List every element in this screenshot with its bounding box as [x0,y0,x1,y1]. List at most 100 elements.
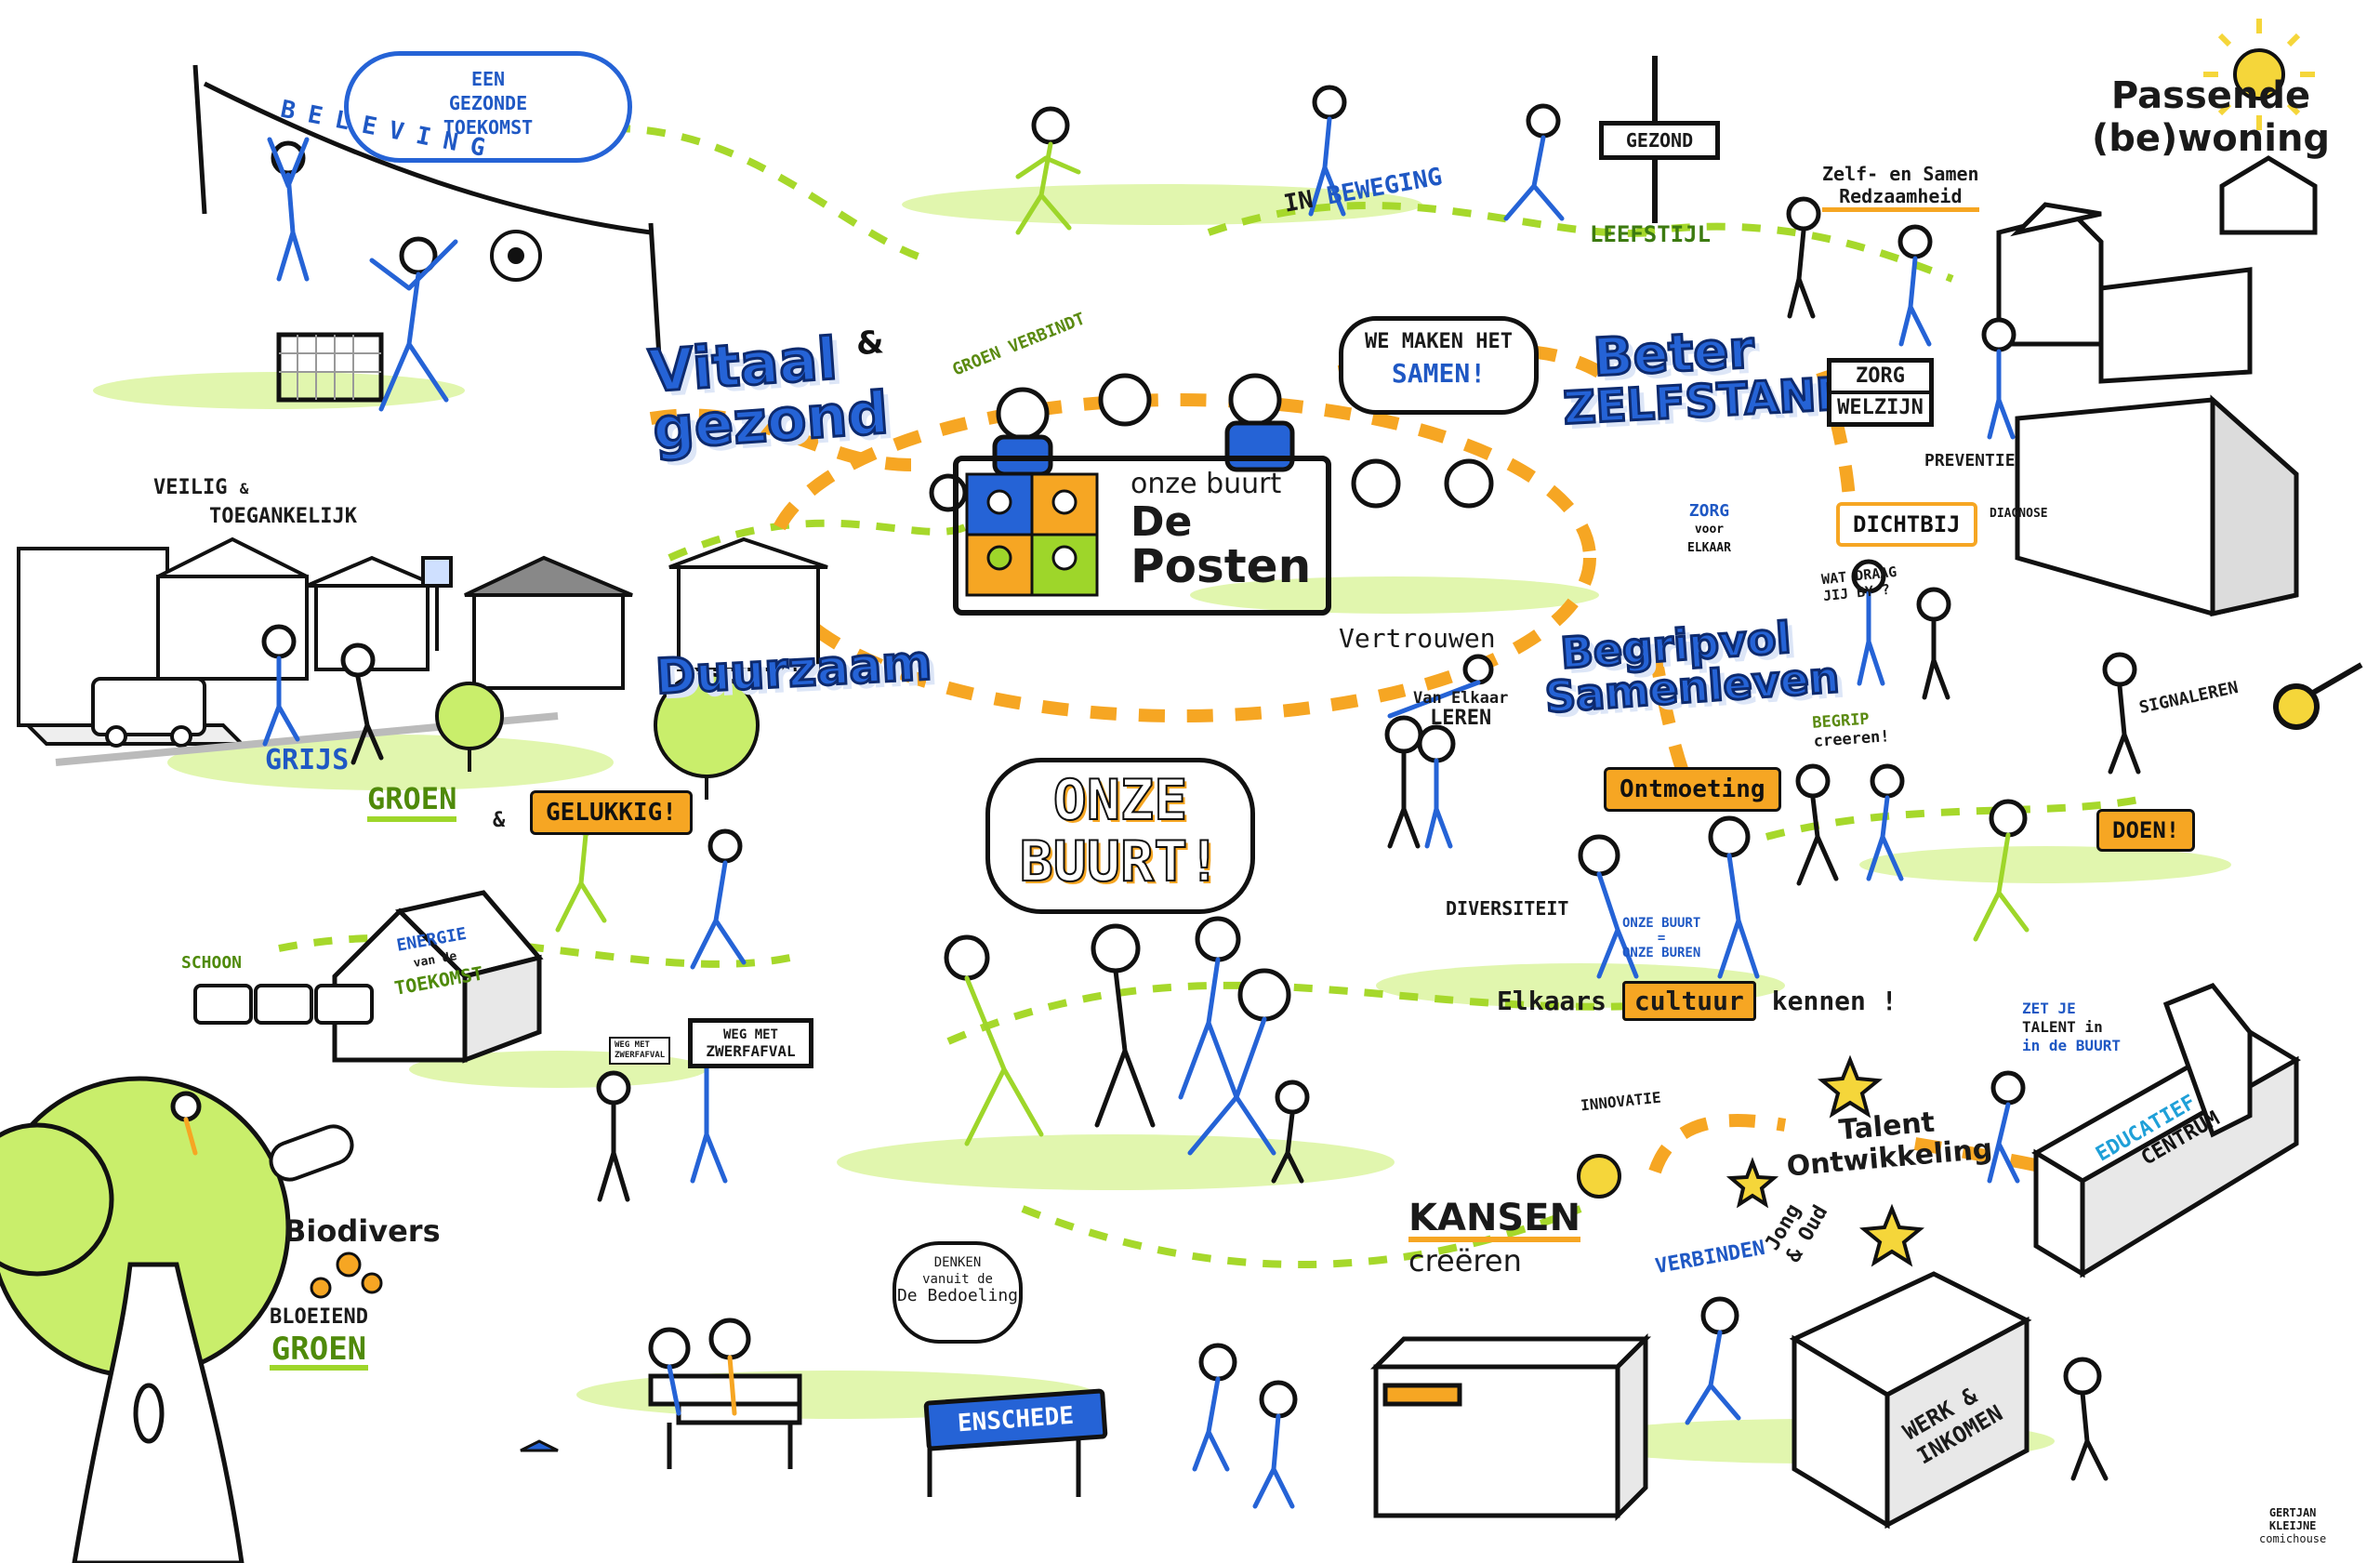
person-figure [1795,763,1839,886]
sign-zorg-welzijn: ZORG WELZIJN [1827,358,1934,427]
kansen-line-1: KANSEN [1408,1199,1581,1242]
zorg-voor-line-3: ELKAAR [1687,541,1731,555]
label-begrip-creeren: BEGRIP creeren! [1812,709,1890,751]
signature-line-2: KLEIJNE [2268,1519,2317,1532]
weg-sign-line-1: WEG MET [722,1027,778,1042]
we-maken-line-1: WE MAKEN HET [1365,330,1513,353]
label-amp: & [493,809,506,832]
zorg-voor-line-1: ZORG [1688,501,1730,521]
label-veilig-toegankelijk: VEILIG & TOEGANKELIJK [153,474,357,531]
label-weg-met-zwerfafval-small: WEG MET ZWERFAFVAL [609,1037,671,1065]
passende-line-2: (be)woning [2092,117,2331,160]
zet-je-line-3: in de BUURT [2022,1037,2121,1054]
person-figure [1192,1343,1237,1472]
main-sign-line-2: De [1130,498,1193,546]
elkaars-post: kennen ! [1771,986,1897,1016]
passende-line-1: Passende [2110,74,2311,117]
person-figure [1252,1380,1298,1509]
label-leefstijl: LEEFSTIJL [1590,221,1712,247]
person-figure [1417,724,1456,849]
person-figure [1178,916,1241,1100]
denken-line-3: De Bedoeling [896,1286,1019,1305]
person-figure [1387,654,1494,719]
zelfredzaamheid-line-2: Redzaamheid [1822,185,1979,212]
person-figure [2102,652,2141,775]
person-figure [1015,106,1081,235]
main-sign-line-3: Posten [1130,539,1312,593]
cloud-line-2: GEZONDE [448,92,528,114]
sign-weg-met-zwerfafval: WEG MET ZWERFAFVAL [688,1018,813,1068]
onze-buren-line-2: = [1657,931,1666,946]
person-figure [340,642,384,765]
zorg-welzijn-bottom: WELZIJN [1831,391,1929,422]
person-figure [1271,1080,1310,1184]
onze-buren-line-3: ONZE BUREN [1622,946,1701,960]
signature-line-1: GERTJAN [2268,1506,2317,1519]
person-figure [1503,103,1565,221]
person-figure [1308,85,1347,217]
veilig-amp: & [239,480,249,497]
label-dichtbij: DICHTBIJ [1836,502,1977,547]
label-schoon: SCHOON [181,953,243,973]
person-figure [1981,317,2016,440]
we-maken-line-2: SAMEN! [1391,358,1487,389]
weg-sign-line-2: ZWERFAFVAL [706,1042,796,1060]
cloud-line-1: EEN [470,68,506,90]
label-diversiteit: DIVERSITEIT [1446,897,1569,920]
label-zorg-voor-elkaar: ZORG voor ELKAAR [1687,502,1731,558]
person-figure [1091,923,1156,1128]
label-gelukkig: GELUKKIG! [530,790,693,835]
veilig-line-1: VEILIG [153,476,228,499]
elkaars-word: cultuur [1621,981,1756,1021]
main-sign-line-1: onze buurt [1130,468,1282,500]
label-passende-bewoning: Passende (be)woning [2092,74,2330,160]
label-zelfredzaamheid: Zelf- en Samen Redzaamheid [1822,163,1979,212]
van-elkaar-line-2: LEREN [1430,707,1492,730]
person-figure [1851,559,1886,686]
label-diagnose: DIAGNOSE [1990,507,2048,521]
main-sign-onze-buurt-de-posten: onze buurt De Posten [953,456,1331,616]
veilig-line-2: TOEGANKELIJK [209,505,357,528]
label-kansen-creeren: KANSEN creëren [1408,1199,1581,1279]
cloud-denken-vanuit-de-bedoeling: DENKEN vanuit de De Bedoeling [892,1241,1023,1344]
person-figure [1187,968,1291,1156]
label-elkaars-cultuur-kennen: Elkaars cultuur kennen ! [1497,981,1897,1021]
onze-buurt-line-1: ONZE [1052,768,1189,833]
label-biodivers: Biodivers [284,1213,441,1249]
onze-buurt-line-2: BUURT! [1019,829,1223,894]
person-figure [1973,799,2030,942]
onze-buren-line-1: ONZE BUURT [1622,916,1701,931]
label-preventie: PREVENTIE [1924,451,2016,470]
weg-small-line-1: WEG MET [615,1040,650,1050]
person-figure [708,1318,751,1416]
person-figure [267,137,310,282]
zelfredzaamheid-line-1: Zelf- en Samen [1822,163,1979,185]
van-elkaar-line-1: Van Elkaar [1413,689,1509,708]
signature-line-3: comichouse [2259,1532,2327,1545]
zet-je-line-2: TALENT in [2022,1018,2103,1036]
person-figure [1897,224,1933,347]
person-figure [1866,763,1905,881]
denken-line-1: DENKEN [933,1255,982,1270]
person-figure [261,624,300,747]
cloud-line-3: TOEKOMST [443,116,534,139]
label-onze-buurt-onze-buren: ONZE BUURT = ONZE BUREN [1622,916,1700,960]
zorg-welzijn-top: ZORG [1856,364,1905,388]
cloud-een-gezonde-toekomst: EEN GEZONDE TOEKOMST [344,51,632,163]
person-figure [369,236,458,412]
label-zet-je-talent: ZET JE TALENT in in de BUURT [2022,1000,2121,1055]
vitaal-amp: & [854,324,885,364]
label-groen: GROEN [367,781,457,822]
elkaars-pre: Elkaars [1497,986,1607,1016]
heading-duurzaam: Duurzaam [653,634,934,707]
person-figure [1384,715,1423,849]
label-ontmoeting: Ontmoeting [1604,767,1781,812]
bloeiend-line-1: BLOEIEND [270,1305,368,1329]
in-beweging-prefix: IN [1281,185,1316,219]
person-figure [1685,1296,1741,1425]
label-vertrouwen: Vertrouwen [1339,623,1496,654]
person-figure [1578,834,1639,979]
person-figure [1708,815,1760,979]
weg-small-line-2: ZWERFAFVAL [615,1051,666,1060]
